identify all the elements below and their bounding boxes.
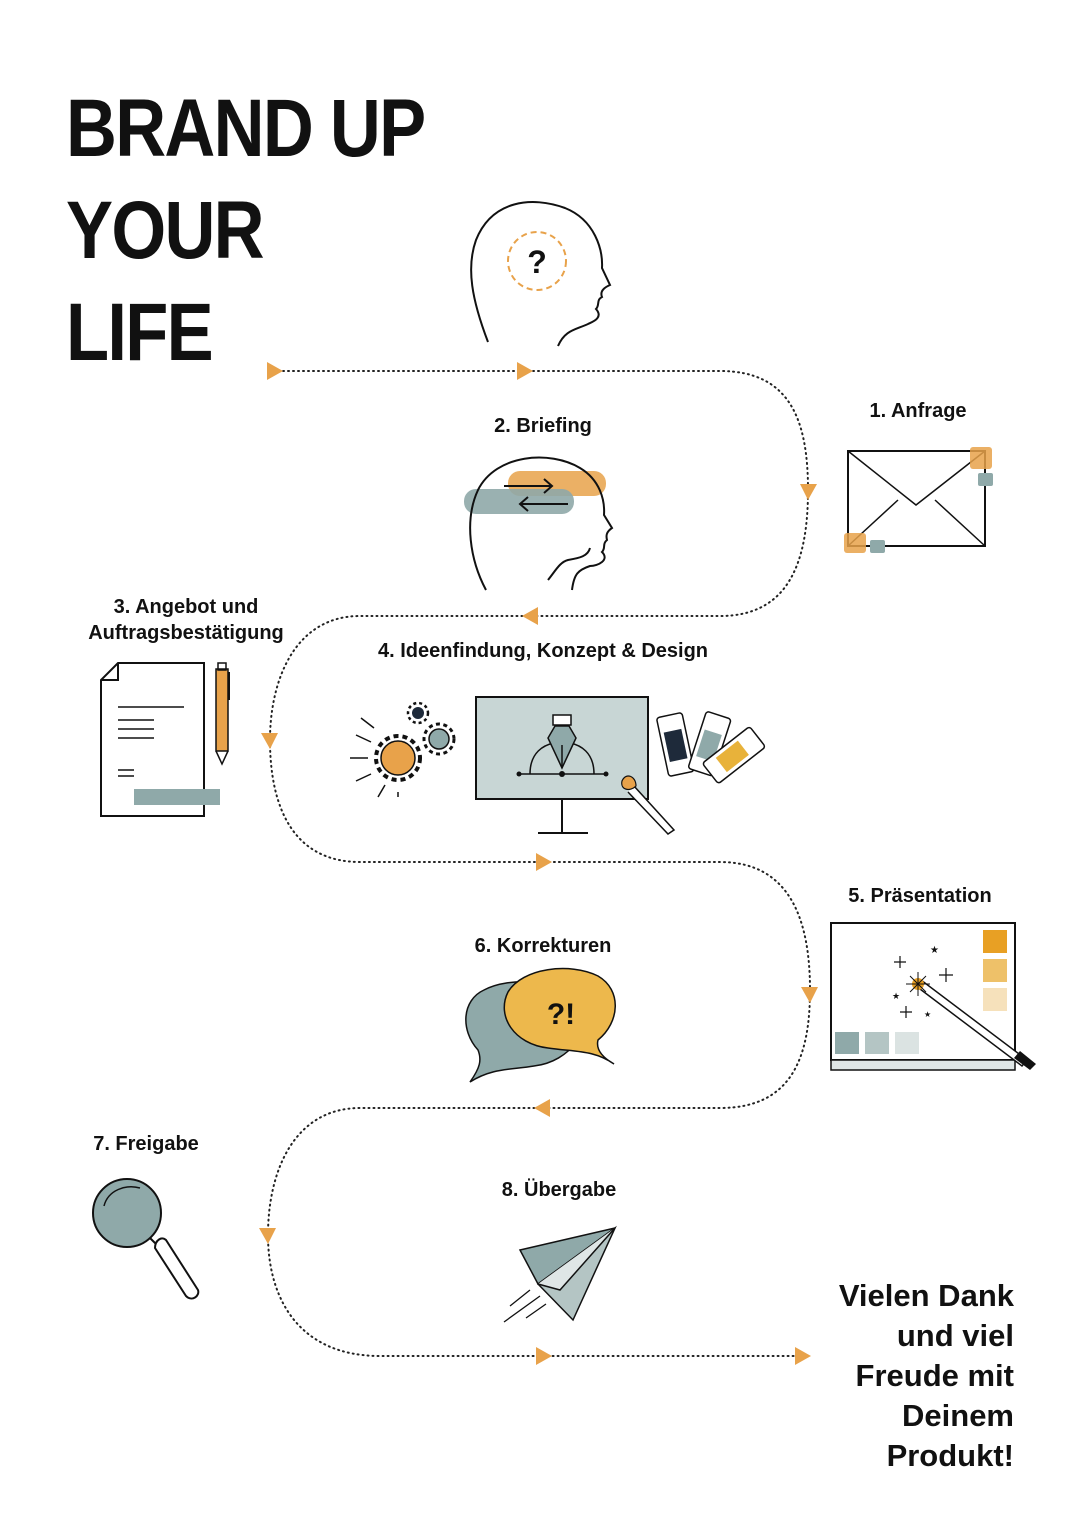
gears-icon bbox=[350, 701, 456, 798]
step-3-label-line-1: 3. Angebot und bbox=[113, 596, 259, 618]
arrow-left-icon bbox=[534, 1099, 550, 1117]
presentation-board-icon: ★ ★ ★ bbox=[830, 922, 1036, 1071]
arrow-left-icon bbox=[522, 607, 538, 625]
closing-line-1: Vielen Dank bbox=[838, 1278, 1014, 1313]
document-icon bbox=[100, 662, 220, 817]
step-7-label: 7. Freigabe bbox=[93, 1133, 199, 1155]
step-8-label: 8. Übergabe bbox=[501, 1179, 617, 1201]
envelope-icon bbox=[844, 447, 993, 553]
magnifying-glass-icon bbox=[92, 1178, 200, 1300]
title-line-2: YOUR bbox=[66, 185, 265, 276]
svg-text:★: ★ bbox=[924, 1010, 931, 1019]
step-1-label: 1. Anfrage bbox=[869, 400, 967, 422]
step-5-label: 5. Präsentation bbox=[848, 885, 992, 907]
paper-plane-icon bbox=[503, 1225, 617, 1323]
svg-text:?!: ?! bbox=[547, 998, 575, 1031]
arrow-right-icon bbox=[536, 853, 552, 871]
dotted-path bbox=[266, 370, 812, 1357]
closing-line-2: und viel bbox=[896, 1318, 1014, 1353]
step-3-label: 3. Angebot und Auftragsbestätigung bbox=[88, 594, 284, 646]
arrow-down-icon bbox=[800, 484, 817, 500]
title-line-3: LIFE bbox=[66, 287, 214, 378]
closing-message: Vielen Dank und viel Freude mit Deinem P… bbox=[839, 1276, 1014, 1476]
briefing-heads-icon bbox=[464, 456, 614, 591]
arrow-down-icon bbox=[259, 1228, 276, 1244]
color-swatch-fan-icon bbox=[656, 711, 766, 784]
speech-bubbles-icon: ?! bbox=[465, 967, 616, 1083]
arrow-right-icon bbox=[536, 1347, 552, 1365]
closing-line-5: Produkt! bbox=[886, 1438, 1014, 1473]
pen-icon bbox=[215, 662, 230, 766]
step-2-label: 2. Briefing bbox=[494, 415, 592, 437]
arrow-right-icon bbox=[517, 362, 533, 380]
closing-line-4: Deinem bbox=[902, 1398, 1014, 1433]
arrow-down-icon bbox=[261, 733, 278, 749]
thinking-head-icon: ? bbox=[470, 201, 612, 347]
arrow-right-icon bbox=[267, 362, 283, 380]
step-4-label: 4. Ideenfindung, Konzept & Design bbox=[378, 640, 708, 662]
closing-line-3: Freude mit bbox=[855, 1358, 1014, 1393]
arrow-down-icon bbox=[801, 987, 818, 1003]
page-title: BRAND UP YOUR LIFE bbox=[66, 78, 426, 384]
arrow-right-icon bbox=[795, 1347, 811, 1365]
svg-text:★: ★ bbox=[930, 945, 939, 956]
step-3-label-line-2: Auftragsbestätigung bbox=[88, 622, 284, 644]
path-arrows bbox=[259, 362, 818, 1365]
title-line-1: BRAND UP bbox=[66, 83, 426, 174]
svg-text:?: ? bbox=[527, 244, 547, 280]
svg-text:★: ★ bbox=[892, 992, 900, 1002]
monitor-icon bbox=[475, 696, 676, 835]
step-6-label: 6. Korrekturen bbox=[474, 935, 612, 957]
